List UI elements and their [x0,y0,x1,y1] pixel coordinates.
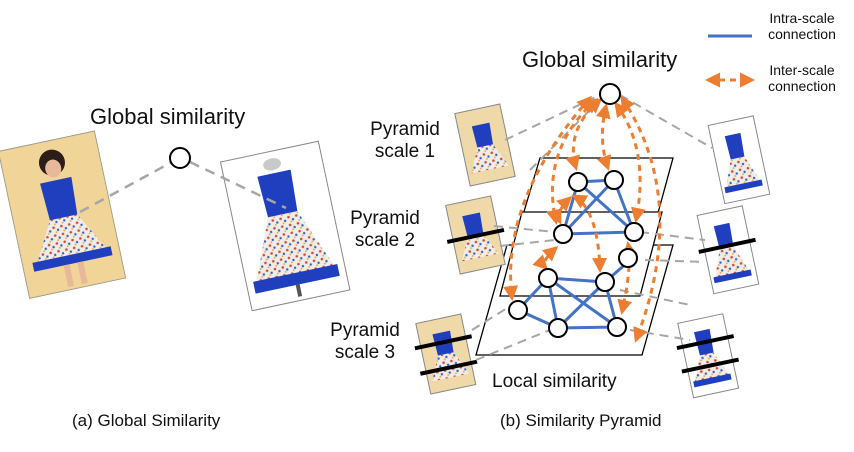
gallery-photo-scale-2 [696,205,760,295]
query-photo-a [0,130,127,299]
node-s3-b [595,272,615,292]
graph-nodes [508,83,644,338]
node-s2-a [553,224,573,244]
query-photo-scale-2 [445,195,506,275]
scale-3-line2: scale 3 [334,341,396,363]
node-s1-a [568,172,588,192]
legend-intra-line1: Intra-scale [769,10,835,26]
gallery-photo-scale-1 [707,115,771,205]
panel-b-caption: (b) Similarity Pyramid [500,411,662,430]
scale-3-line1: Pyramid [330,320,400,341]
legend-inter-line2: connection [768,78,836,95]
gallery-photo-scale-3 [676,313,740,399]
node-s3-d [548,318,568,338]
legend-intra-line2: connection [768,26,836,43]
scale-2-label: Pyramid scale 2 [340,208,430,252]
scale-2-line1: Pyramid [350,208,420,229]
global-node-b [599,83,621,105]
panel-a-title: Global similarity [90,104,246,129]
panel-b-local-title: Local similarity [492,371,617,392]
node-s3-e [607,317,627,337]
legend [705,34,755,88]
scale-1-label: Pyramid scale 1 [360,119,450,163]
node-s2-b [624,222,644,242]
legend-inter-label: Inter-scale connection [754,62,850,94]
node-s1-b [604,170,624,190]
panel-a [0,130,351,312]
query-photo-scale-3 [414,313,478,395]
scale-1-line2: scale 1 [374,140,436,162]
global-node-a [169,147,191,169]
legend-intra-label: Intra-scale connection [754,10,850,42]
scale-3-label: Pyramid scale 3 [320,320,410,364]
gallery-photo-a [219,140,351,312]
node-s3-c [508,300,528,320]
query-photo-scale-1 [454,103,516,187]
scale-1-line1: Pyramid [370,119,440,140]
scale-2-line2: scale 2 [354,229,416,251]
panel-a-caption: (a) Global Similarity [72,411,221,430]
panel-b [414,34,771,399]
node-s3-f [618,248,638,268]
legend-inter-line1: Inter-scale [769,62,835,78]
panel-b-global-title: Global similarity [522,47,678,72]
node-s3-a [538,268,558,288]
